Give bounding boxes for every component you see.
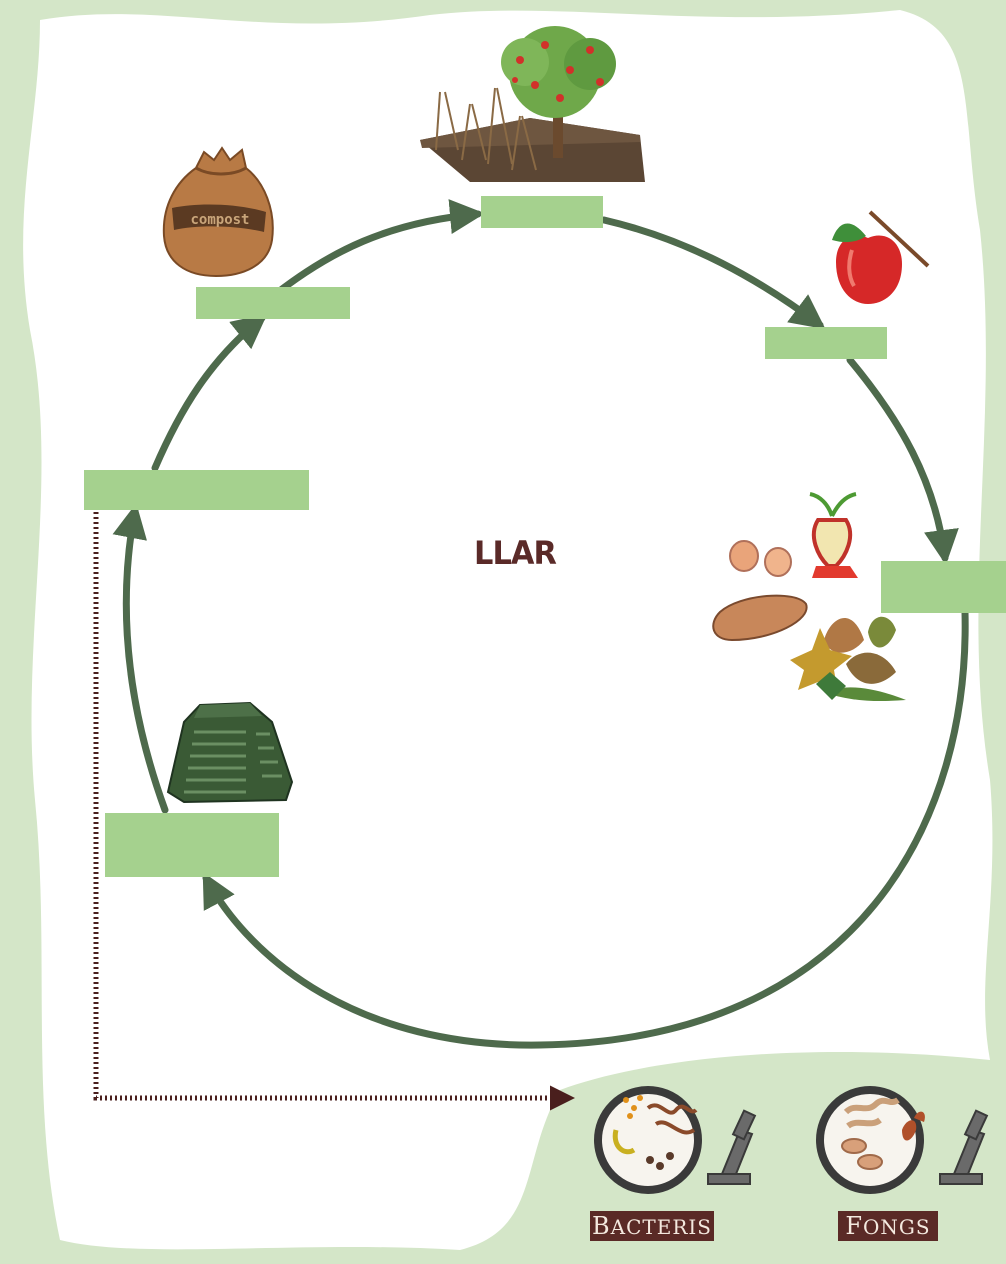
fungi-plaque: FONGS (838, 1211, 938, 1241)
arrow-apple-to-waste (846, 356, 959, 565)
blank-label-left[interactable] (84, 470, 309, 510)
compost-bag-icon: compost (162, 146, 274, 278)
bacteria-label: BACTERIS (592, 1212, 712, 1240)
food-scraps-icon (712, 492, 906, 702)
blank-label-garden[interactable] (481, 196, 603, 228)
blank-label-compost-bag[interactable] (196, 287, 350, 319)
arrow-composter-to-left (112, 503, 169, 814)
blank-label-apple[interactable] (765, 327, 887, 359)
fungi-label: FONGS (845, 1212, 931, 1240)
garden-tree-icon (420, 26, 645, 182)
bacteria-panel (594, 1086, 757, 1194)
center-title: LLAR (474, 534, 557, 572)
blank-label-composter[interactable] (105, 813, 279, 877)
arrow-garden-to-apple (600, 216, 826, 330)
arrow-waste-to-composter (202, 608, 969, 1049)
dotted-connector (93, 512, 575, 1111)
apple-icon (832, 210, 930, 304)
bacteria-plaque: BACTERIS (590, 1211, 714, 1241)
compost-bin-icon (166, 701, 294, 804)
cycle-arrows (112, 199, 969, 1049)
arrow-left-to-bag (151, 313, 268, 472)
fungi-panel (816, 1086, 989, 1194)
arrow-compost-to-garden (264, 199, 485, 304)
blank-label-food-waste[interactable] (881, 561, 1006, 613)
compost-bag-label: compost (190, 212, 249, 228)
